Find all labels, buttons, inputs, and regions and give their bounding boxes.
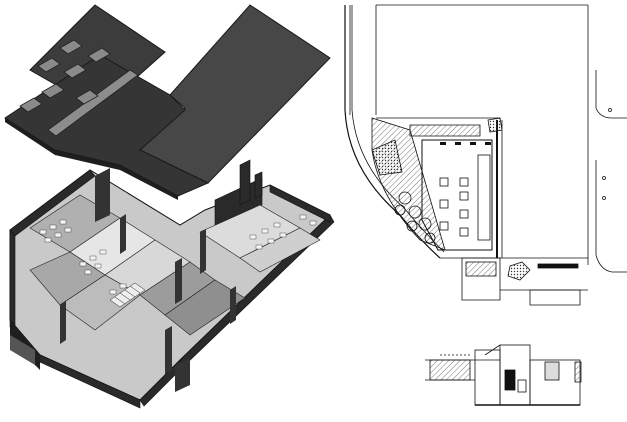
plan-dark-marks — [440, 142, 491, 145]
plan-textured-blob — [507, 261, 531, 281]
plan-bollards — [602, 108, 612, 200]
cutaway-furniture — [39, 214, 317, 295]
axonometric-roof — [4, 4, 331, 200]
plan-tables — [439, 177, 469, 237]
plan-bench-strip — [537, 263, 579, 269]
roof-long-skylight — [47, 69, 139, 137]
plan-hatched-wedge — [371, 117, 446, 251]
building-section — [425, 344, 582, 406]
cutaway-partitions — [60, 168, 236, 392]
site-plan — [344, 4, 627, 306]
plan-bar-counter — [477, 154, 491, 241]
roof-edge — [5, 118, 178, 200]
plan-trees — [394, 191, 436, 244]
axonometric-cutaway — [9, 159, 335, 409]
plan-textured-patch — [371, 139, 403, 176]
cutaway-entrance-block — [10, 335, 35, 365]
plan-curved-edge — [344, 5, 441, 259]
roof-skylights — [19, 39, 111, 113]
plan-main-hall — [421, 139, 493, 251]
plan-north-band — [409, 124, 481, 137]
cutaway-stair — [109, 282, 146, 308]
plan-street-curb — [595, 70, 627, 119]
